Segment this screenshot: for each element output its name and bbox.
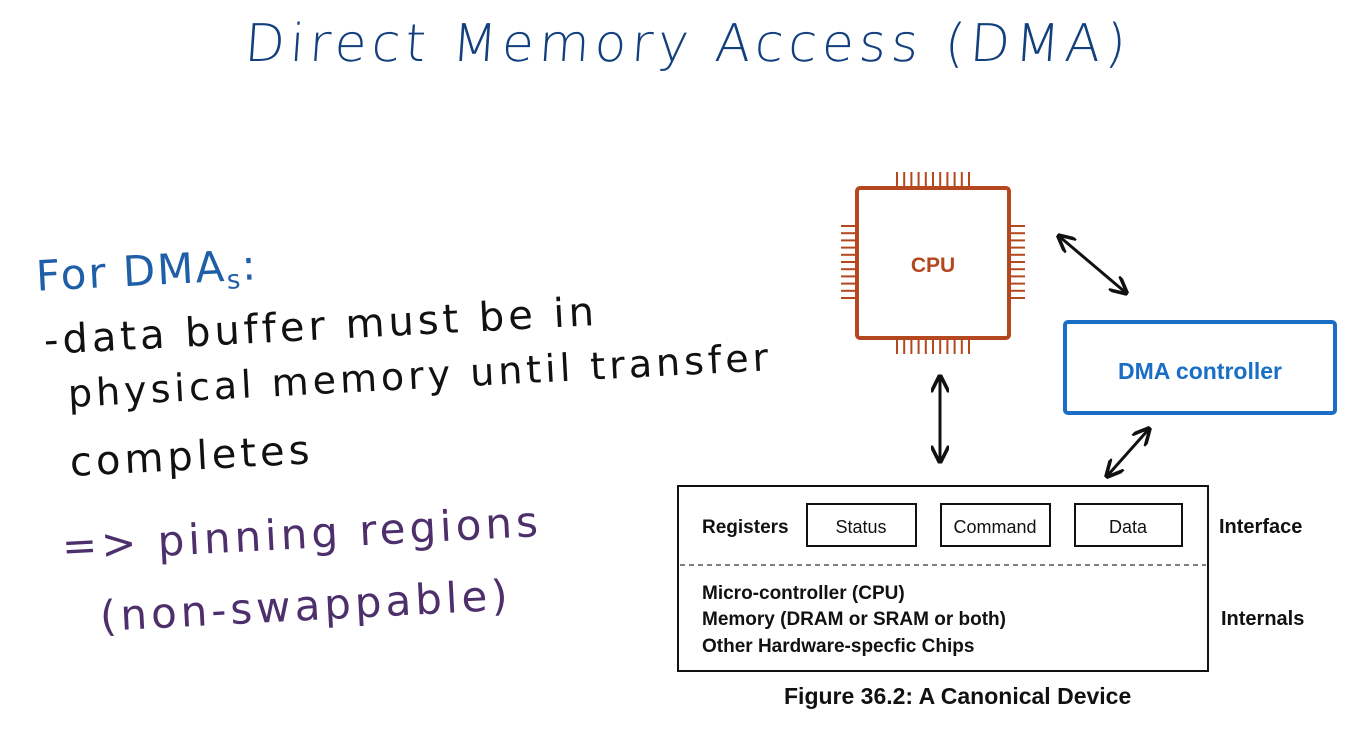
data-register-label: Data	[1109, 517, 1148, 537]
dma-controller-label: DMA controller	[1118, 358, 1282, 384]
command-register-label: Command	[953, 517, 1036, 537]
dma-device-arrow	[1108, 430, 1148, 475]
figure-caption: Figure 36.2: A Canonical Device	[784, 683, 1132, 709]
device-box: Registers Status Command Data Micro-cont…	[677, 485, 1209, 672]
status-register-box	[806, 503, 917, 547]
internals-item-1: Micro-controller (CPU)	[702, 583, 905, 604]
cpu-dma-arrow	[1060, 237, 1125, 292]
cpu-chip: CPU	[841, 172, 1025, 354]
cpu-label: CPU	[911, 254, 955, 277]
dma-controller: DMA controller	[1063, 320, 1337, 415]
interface-label: Interface	[1219, 516, 1302, 538]
internals-item-2: Memory (DRAM or SRAM or both)	[702, 609, 1006, 630]
command-register-box	[940, 503, 1051, 547]
cpu-pins	[841, 172, 1025, 354]
dma-controller-box	[1063, 320, 1337, 415]
internals-item-3: Other Hardware-specfic Chips	[702, 636, 974, 657]
registers-label: Registers	[702, 517, 789, 538]
data-register-box	[1074, 503, 1183, 547]
status-register-label: Status	[835, 517, 886, 537]
cpu-body	[855, 186, 1011, 340]
internals-label: Internals	[1221, 608, 1304, 630]
